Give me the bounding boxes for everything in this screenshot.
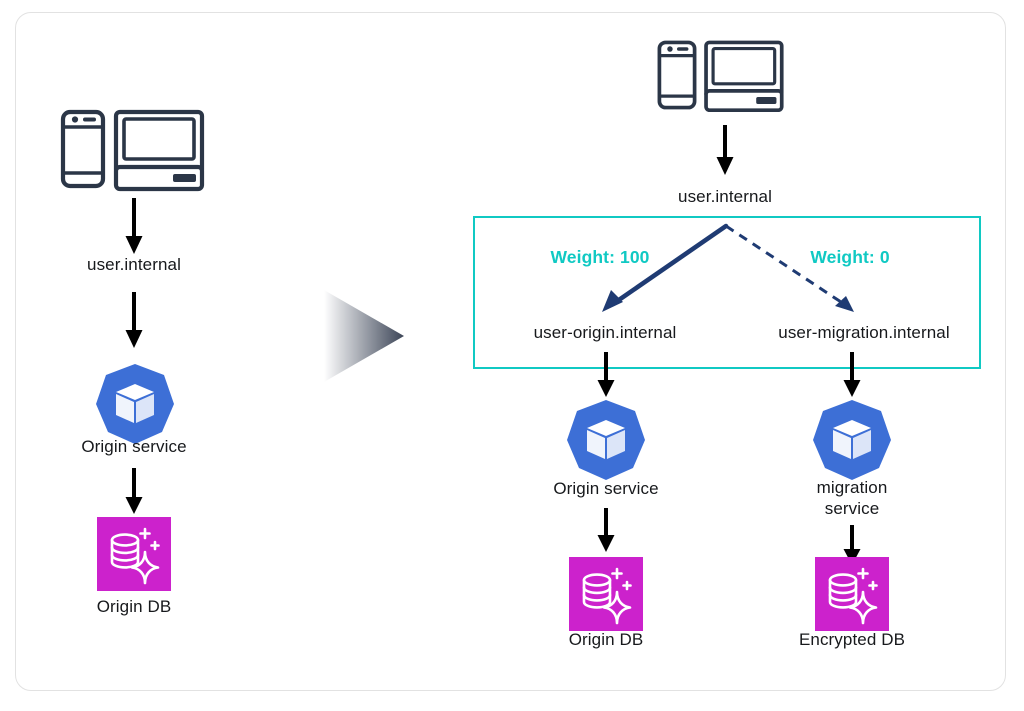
dashed-branch-arrow xyxy=(725,224,854,312)
arrow-user-internal-to-origin-service xyxy=(122,292,146,350)
arrow-devices-to-user-internal xyxy=(122,198,146,256)
kubernetes-icon xyxy=(92,362,178,446)
left-origin-db-label: Origin DB xyxy=(96,597,172,616)
kubernetes-icon xyxy=(563,398,649,482)
arrow-origin-service-to-db xyxy=(594,508,618,554)
user-migration-internal-label: user-migration.internal xyxy=(778,323,950,342)
gradient-play-triangle-icon xyxy=(322,288,406,384)
solid-branch-arrow xyxy=(602,223,729,312)
arrow-devices-to-entry xyxy=(713,125,737,177)
kubernetes-icon xyxy=(809,398,895,482)
arrow-origin-route-to-service xyxy=(594,352,618,400)
origin-service-label: Origin service xyxy=(553,479,659,498)
origin-db-label: Origin DB xyxy=(568,630,644,649)
arrow-origin-service-to-origin-db xyxy=(122,468,146,516)
weight-label-migration: Weight: 0 xyxy=(810,247,890,267)
database-sparkle-icon xyxy=(815,557,889,631)
database-sparkle-icon xyxy=(569,557,643,631)
routing-branch-arrows xyxy=(580,218,870,323)
right-entry-label: user.internal xyxy=(678,187,772,206)
weight-label-origin: Weight: 100 xyxy=(550,247,650,267)
routing-weight-box xyxy=(473,216,981,369)
user-devices-icon xyxy=(655,38,787,113)
user-origin-internal-label: user-origin.internal xyxy=(533,323,677,342)
user-devices-icon xyxy=(58,108,208,192)
encrypted-db-label: Encrypted DB xyxy=(798,630,906,649)
left-origin-service-label: Origin service xyxy=(81,437,187,456)
migration-service-label: migration service xyxy=(816,478,888,518)
left-user-internal-label: user.internal xyxy=(87,255,181,274)
arrow-migration-route-to-service xyxy=(840,352,864,400)
database-sparkle-icon xyxy=(97,517,171,591)
